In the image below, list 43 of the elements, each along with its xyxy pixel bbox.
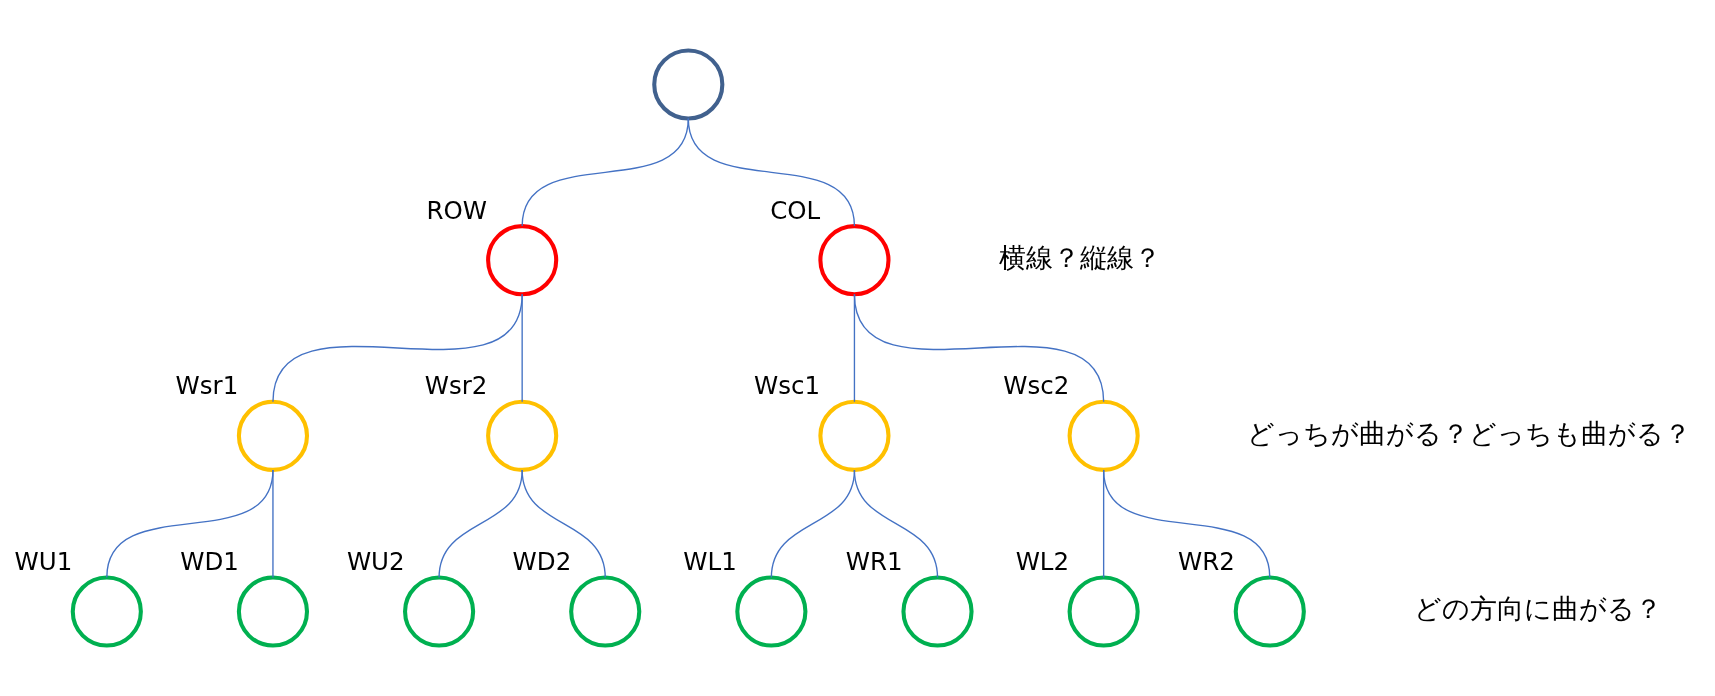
node-circle (1233, 575, 1306, 648)
node-label: ROW (426, 195, 488, 225)
connector (853, 469, 939, 579)
node-label: Wsr2 (424, 371, 488, 401)
node-label: WR1 (845, 546, 903, 576)
connector (853, 293, 1105, 403)
connector (521, 469, 606, 579)
node-label: WD2 (512, 546, 572, 576)
node-circle (70, 575, 143, 648)
node-circle (403, 575, 476, 648)
label: 横線？縦線？ (999, 241, 1162, 273)
node-circle (486, 224, 559, 297)
node-label: WR2 (1178, 546, 1235, 576)
node-circle (236, 575, 310, 648)
connector (272, 293, 523, 403)
node-circle (1067, 399, 1140, 472)
node-circle (652, 48, 725, 121)
node-label: WD1 (180, 546, 239, 576)
node-circle (818, 399, 891, 472)
node-label: WL2 (1015, 546, 1070, 576)
connector (1102, 469, 1271, 579)
node-label: WU1 (14, 546, 73, 576)
connector (521, 117, 689, 227)
connector (521, 293, 523, 403)
node-circle (569, 575, 642, 648)
node-circle (486, 399, 559, 472)
node-circle (735, 575, 808, 648)
label: どの方向に曲がる？ (1414, 593, 1663, 625)
label: どっちが曲がる？どっちも曲がる？ (1246, 417, 1691, 449)
connector (272, 469, 274, 579)
node-label: COL (770, 195, 821, 225)
connector (687, 117, 856, 227)
connector (438, 469, 523, 579)
node-label: Wsr1 (175, 371, 239, 401)
node-circle (901, 575, 974, 648)
node-circle (818, 224, 891, 297)
node-circle (236, 399, 310, 472)
node-circle (1067, 575, 1140, 648)
node-label: Wsc2 (1003, 371, 1070, 401)
node-label: WL1 (683, 546, 737, 576)
node-label: Wsc1 (754, 371, 821, 401)
node-label: WU2 (346, 546, 405, 576)
connector (106, 469, 274, 579)
